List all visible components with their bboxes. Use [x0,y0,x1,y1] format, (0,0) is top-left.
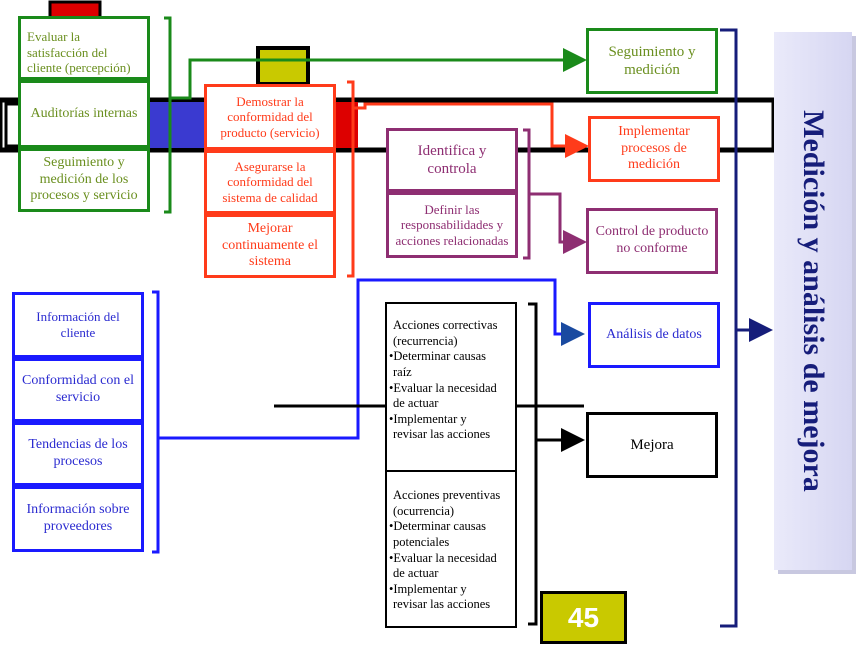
correctivas-line: raíz [393,364,412,379]
auditorias-internas-box: Auditorías internas [18,80,150,148]
side-title: Medición y análisis de mejora [797,110,830,492]
identifica-controla-box: Identifica y controla [386,128,518,192]
preventivas-line: (ocurrencia) [393,503,455,518]
correctivas-line: de actuar [393,396,439,411]
demostrar-conformidad-text: Demostrar la conformidad del producto (s… [220,93,320,140]
implementar-procesos-box: Implementar procesos de medición [588,116,720,182]
correctivas-line: (recurrencia) [393,333,458,348]
informacion-proveedores-text: Información sobre proveedores [26,502,130,534]
preventivas-line: de actuar [393,566,439,581]
acciones-correctivas-box: Acciones correctivas (recurrencia) •Dete… [385,302,517,472]
preventivas-line: •Evaluar la necesidad [389,550,497,565]
correctivas-line: revisar las acciones [393,427,491,442]
preventivas-line: •Determinar causas [389,519,487,534]
mejora-text: Mejora [630,437,674,453]
page-number-badge: 45 [540,591,627,644]
auditorias-internas-text: Auditorías internas [30,105,138,121]
correctivas-line: •Evaluar la necesidad [389,380,497,395]
arrow-to-analisis [158,278,585,440]
arrow-to-implementar [353,102,589,158]
informacion-proveedores-box: Información sobre proveedores [12,486,144,552]
page-number: 45 [567,601,600,633]
green-bracket [164,16,172,214]
evaluar-satisfaccion-text: Evaluar la satisfacción del cliente (per… [27,29,131,76]
definir-responsabilidades-text: Definir las responsabilidades y acciones… [395,201,509,248]
arrow-to-seguimiento [170,48,587,100]
mejorar-sistema-box: Mejorar continuamente el sistema [204,214,336,278]
mejorar-sistema-text: Mejorar continuamente el sistema [221,220,319,270]
seguimiento-medicion-text: Seguimiento y medición [608,44,696,78]
acciones-preventivas-box: Acciones preventivas (ocurrencia) •Deter… [385,470,517,628]
correctivas-line: Acciones correctivas [393,318,498,332]
implementar-procesos-text: Implementar procesos de medición [618,123,690,173]
tendencias-procesos-text: Tendencias de los procesos [28,437,128,469]
tendencias-procesos-box: Tendencias de los procesos [12,422,144,486]
side-title-panel: Medición y análisis de mejora [774,32,852,570]
preventivas-line: Acciones preventivas [393,488,501,502]
identifica-controla-text: Identifica y controla [417,143,487,177]
asegurarse-conformidad-text: Asegurarse la conformidad del sistema de… [222,158,318,205]
navy-bracket [720,28,738,628]
arrow-to-control [529,192,587,254]
black-bracket [528,302,538,626]
conformidad-servicio-box: Conformidad con el servicio [12,358,144,422]
seguimiento-procesos-text: Seguimiento y medición de los procesos y… [30,154,138,204]
analisis-datos-box: Análisis de datos [588,302,720,368]
control-producto-box: Control de producto no conforme [586,208,718,274]
preventivas-line: potenciales [393,534,450,549]
evaluar-satisfaccion-box: Evaluar la satisfacción del cliente (per… [18,16,150,80]
asegurarse-conformidad-box: Asegurarse la conformidad del sistema de… [204,150,336,214]
seguimiento-medicion-box: Seguimiento y medición [586,28,718,94]
seguimiento-procesos-box: Seguimiento y medición de los procesos y… [18,148,150,212]
definir-responsabilidades-box: Definir las responsabilidades y acciones… [386,192,518,258]
mejora-box: Mejora [586,412,718,478]
correctivas-line: •Determinar causas [389,349,487,364]
conformidad-servicio-text: Conformidad con el servicio [22,373,134,405]
informacion-cliente-box: Información del cliente [12,292,144,358]
demostrar-conformidad-box: Demostrar la conformidad del producto (s… [204,84,336,150]
preventivas-line: •Implementar y [389,581,467,596]
correctivas-line: •Implementar y [389,411,467,426]
informacion-cliente-text: Información del cliente [36,309,120,340]
red-bracket [347,80,355,278]
blue-bracket [152,290,160,554]
control-producto-text: Control de producto no conforme [595,224,709,256]
analisis-datos-text: Análisis de datos [606,326,702,342]
preventivas-line: revisar las acciones [393,597,491,612]
